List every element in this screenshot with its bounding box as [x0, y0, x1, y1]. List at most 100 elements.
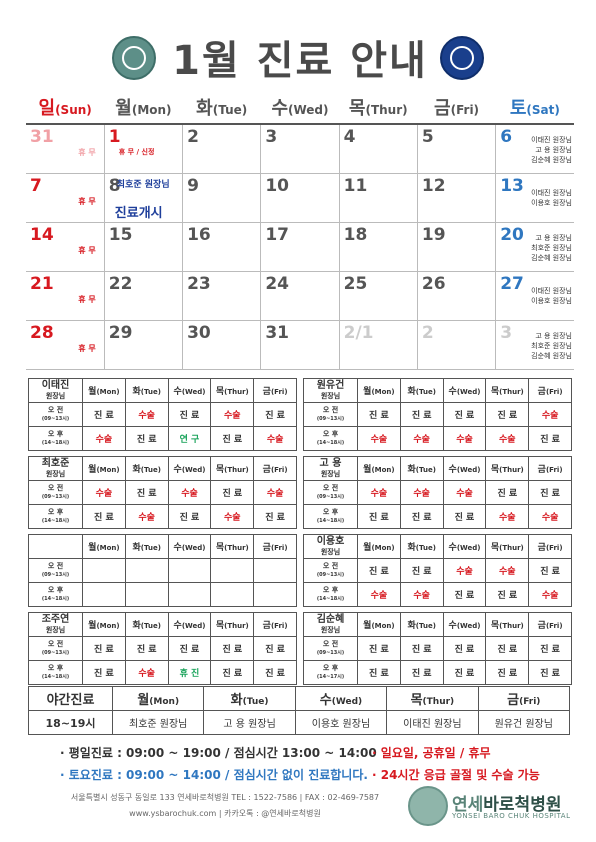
calendar-day: 29 — [103, 319, 184, 370]
am-slot: 진 료 — [442, 636, 487, 661]
schedule-day-header: 화(Tue) — [124, 534, 169, 559]
day-number: 11 — [343, 175, 368, 196]
calendar-day: 30 — [182, 319, 262, 370]
schedule-day-header: 월(Mon) — [82, 612, 126, 637]
night-clinic-table: 야간진료 월(Mon) 화(Tue) 수(Wed) 목(Thur) 금(Fri)… — [28, 686, 571, 735]
schedule-day-header: 월(Mon) — [357, 612, 401, 637]
calendar-day: 15 — [103, 221, 184, 272]
doctor-name: 고 용 원장님 — [535, 233, 572, 242]
am-slot: 진 료 — [210, 636, 255, 661]
schedule-day-header: 화(Tue) — [124, 378, 169, 403]
pm-slot: 진 료 — [485, 582, 530, 607]
day-number: 12 — [421, 175, 446, 196]
yonsei-seal-right — [440, 36, 484, 80]
pm-slot: 수술 — [442, 426, 487, 451]
holiday-notice: · 일요일, 공휴일 / 휴무 — [372, 746, 491, 760]
schedule-day-header: 금(Fri) — [253, 456, 297, 481]
schedule-day-header: 화(Tue) — [399, 378, 444, 403]
pm-label: 오 후(14~18시) — [28, 582, 83, 607]
schedule-day-header: 화(Tue) — [399, 456, 444, 481]
schedule-day-header: 화(Tue) — [399, 534, 444, 559]
pm-slot: 진 료 — [528, 660, 572, 685]
pm-slot: 진 료 — [210, 660, 255, 685]
pm-label: 오 후(14~18시) — [28, 426, 83, 451]
day-number: 15 — [108, 224, 133, 245]
calendar-day: 5 — [416, 123, 497, 174]
pm-slot — [124, 582, 169, 607]
am-label: 오 전(09~13시) — [303, 636, 358, 661]
am-slot: 진 료 — [357, 402, 401, 427]
pm-label: 오 후(14~18시) — [303, 504, 358, 529]
am-slot: 수술 — [124, 402, 169, 427]
doctor-name: 최호준 원장님 — [531, 341, 572, 350]
calendar-day: 22 — [103, 270, 184, 321]
calendar-day: 11 — [338, 172, 418, 223]
day-number: 30 — [187, 322, 211, 343]
am-label: 오 전(09~13시) — [28, 402, 83, 427]
day-number: 10 — [265, 175, 290, 196]
page-title: 1월 진료 안내 — [172, 38, 428, 84]
day-number: 13 — [500, 175, 524, 196]
am-slot: 진 료 — [82, 636, 126, 661]
pm-slot: 진 료 — [124, 426, 169, 451]
pm-slot: 진 료 — [210, 426, 255, 451]
am-slot: 진 료 — [357, 636, 401, 661]
day-number: 3 — [265, 127, 278, 147]
schedule-day-header: 목(Thur) — [485, 456, 530, 481]
schedule-day-header: 수(Wed) — [442, 612, 487, 637]
calendar-day: 17 — [260, 221, 340, 272]
night-doctor: 이용호 원장님 — [294, 710, 388, 735]
schedule-day-header: 화(Tue) — [124, 612, 169, 637]
am-slot — [253, 558, 297, 583]
holiday-note: 휴 무 / 신정 — [118, 148, 155, 156]
holiday-note: 휴 무 — [78, 343, 96, 353]
pm-slot: 수술 — [528, 504, 572, 529]
schedule-day-header: 수(Wed) — [442, 456, 487, 481]
day-number: 6 — [500, 127, 513, 147]
day-number: 20 — [500, 224, 524, 245]
pm-label: 오 후(14~17시) — [303, 660, 358, 685]
am-slot: 진 료 — [357, 558, 401, 583]
calendar-day: 3 — [260, 123, 340, 174]
doctor-name: 이태진 원장님 — [531, 136, 572, 144]
pm-slot: 진 료 — [399, 504, 444, 529]
schedule-day-header: 목(Thur) — [485, 534, 530, 559]
pm-slot: 진 료 — [442, 660, 487, 685]
schedule-day-header: 금(Fri) — [528, 378, 572, 403]
am-slot — [210, 558, 255, 583]
schedule-day-header: 월(Mon) — [357, 378, 401, 403]
day-number: 3 — [500, 322, 513, 343]
night-day: 금(Fri) — [477, 686, 571, 711]
schedule-day-header: 월(Mon) — [82, 378, 126, 403]
pm-slot: 진 료 — [442, 504, 487, 529]
am-label: 오 전(09~13시) — [28, 636, 83, 661]
day-number: 2 — [421, 322, 434, 343]
pm-slot: 수술 — [399, 426, 444, 451]
holiday-note: 휴 무 — [78, 245, 96, 255]
calendar-day: 25 — [338, 270, 418, 321]
night-doctor: 이태진 원장님 — [386, 710, 479, 735]
weekday-hours: · 평일진료 : 09:00 ~ 19:00 / 점심시간 13:00 ~ 14… — [60, 746, 377, 760]
doctor-schedule-table: 월(Mon)화(Tue)수(Wed)목(Thur)금(Fri)오 전(09~13… — [28, 534, 297, 607]
doctor-name: 이용호 원장님 — [531, 296, 572, 305]
calendar-day: 26 — [416, 270, 497, 321]
am-slot: 수술 — [357, 480, 401, 505]
calendar-day: 24 — [260, 270, 340, 321]
schedule-day-header: 월(Mon) — [357, 456, 401, 481]
night-clinic-label: 야간진료 — [28, 686, 113, 711]
am-slot: 수술 — [442, 558, 487, 583]
weekday-header: 일(Sun) — [26, 90, 105, 125]
night-day: 목(Thur) — [386, 686, 479, 711]
calendar-day: 9 — [182, 172, 262, 223]
am-slot: 진 료 — [528, 558, 572, 583]
